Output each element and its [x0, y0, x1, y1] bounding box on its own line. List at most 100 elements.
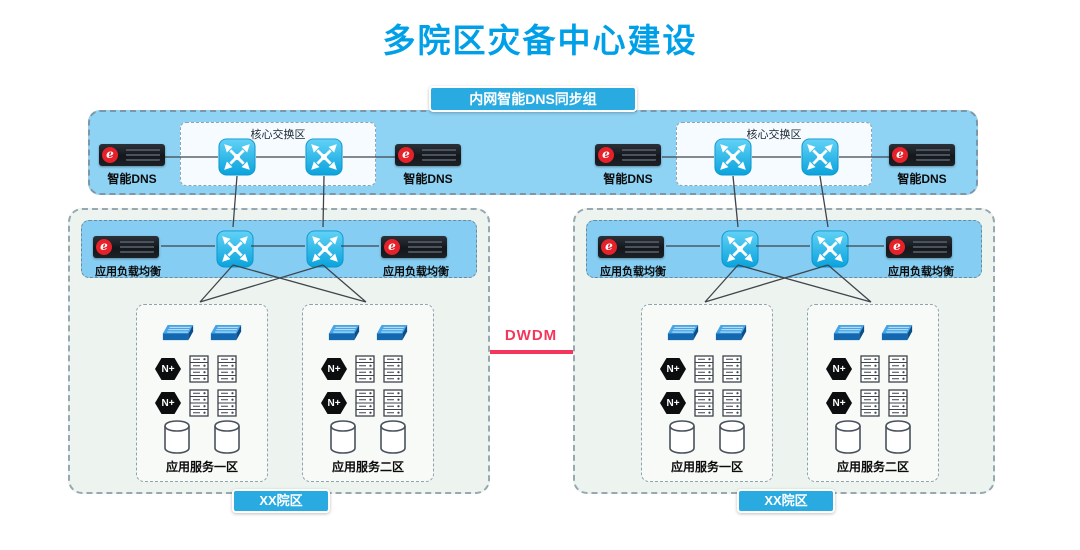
dns-device-icon: e: [99, 144, 165, 166]
database-icon: [214, 420, 240, 454]
load-balancer-device-icon: e: [886, 236, 952, 258]
database-icon: [380, 420, 406, 454]
device-vents-icon: [408, 240, 442, 253]
core-switch-icon: [714, 138, 752, 176]
aggregation-switch-icon: [811, 230, 849, 268]
server-rack-icon: [694, 389, 714, 417]
zone-label: 应用服务一区: [165, 460, 238, 474]
service-zone-2: N+ N+ 应用服务二区: [302, 304, 434, 482]
aggregation-switch-icon: [721, 230, 759, 268]
smart-dns-label: 智能DNS: [403, 172, 453, 186]
n-plus-badge: N+: [826, 392, 852, 414]
core-switch-area-label: 核心交换区: [250, 129, 306, 141]
server-cluster-row: N+: [155, 389, 237, 417]
n-plus-badge: N+: [155, 392, 181, 414]
zone-switch-group: [642, 323, 772, 344]
service-zone-2: N+ N+ 应用服务二区: [807, 304, 939, 482]
stacked-switch-icon: [667, 325, 699, 341]
dns-device-icon: e: [889, 144, 955, 166]
load-balancer-device-icon: e: [93, 236, 159, 258]
server-rack-icon: [722, 355, 742, 383]
n-plus-badge: N+: [321, 358, 347, 380]
load-balancer-device-icon: e: [598, 236, 664, 258]
server-rack-icon: [860, 355, 880, 383]
smart-dns-label: 智能DNS: [603, 172, 653, 186]
stacked-switch-icon: [162, 325, 194, 341]
service-zone-1: N+ N+ 应用服务一区: [136, 304, 268, 482]
vendor-logo-icon: e: [892, 147, 908, 163]
load-balancer-label: 应用负载均衡: [600, 266, 666, 278]
aggregation-switch-icon: [306, 230, 344, 268]
vendor-logo-icon: e: [598, 147, 614, 163]
core-switch-icon: [801, 138, 839, 176]
stacked-switch-icon: [881, 325, 913, 341]
server-cluster-row: N+: [321, 389, 403, 417]
server-rack-icon: [888, 355, 908, 383]
vendor-logo-icon: e: [96, 239, 112, 255]
device-vents-icon: [622, 148, 656, 161]
n-plus-badge: N+: [321, 392, 347, 414]
smart-dns-label: 智能DNS: [897, 172, 947, 186]
server-rack-icon: [189, 389, 209, 417]
database-icon: [719, 420, 745, 454]
dns-sync-group-badge: 内网智能DNS同步组: [429, 86, 637, 112]
device-vents-icon: [120, 240, 154, 253]
stacked-switch-icon: [715, 325, 747, 341]
core-switch-area-label: 核心交换区: [746, 129, 802, 141]
campus-right: e 应用负载均衡 e 应用负载均衡 N+ N: [573, 208, 995, 513]
core-switch-icon: [305, 138, 343, 176]
database-group: [137, 419, 267, 455]
zone-label: 应用服务二区: [331, 460, 404, 474]
stacked-switch-icon: [833, 325, 865, 341]
device-vents-icon: [625, 240, 659, 253]
core-switch-area-right: 核心交换区: [676, 122, 872, 186]
smart-dns-label: 智能DNS: [107, 172, 157, 186]
stacked-switch-icon: [210, 325, 242, 341]
server-rack-icon: [355, 355, 375, 383]
server-rack-icon: [189, 355, 209, 383]
server-rack-icon: [888, 389, 908, 417]
server-cluster-row: N+: [155, 355, 237, 383]
vendor-logo-icon: e: [102, 147, 118, 163]
database-icon: [164, 420, 190, 454]
dns-device-icon: e: [595, 144, 661, 166]
load-balancer-label: 应用负载均衡: [383, 266, 449, 278]
n-plus-badge: N+: [826, 358, 852, 380]
server-rack-icon: [383, 389, 403, 417]
stacked-switch-icon: [328, 325, 360, 341]
database-icon: [669, 420, 695, 454]
campus-left: e 应用负载均衡 e 应用负载均衡 N+ N: [68, 208, 490, 513]
server-rack-icon: [383, 355, 403, 383]
n-plus-badge: N+: [660, 392, 686, 414]
server-cluster-row: N+: [826, 389, 908, 417]
vendor-logo-icon: e: [601, 239, 617, 255]
zone-label: 应用服务一区: [670, 460, 743, 474]
aggregation-switch-icon: [216, 230, 254, 268]
campus-badge: XX院区: [737, 489, 835, 513]
database-group: [808, 419, 938, 455]
core-switch-area-left: 核心交换区: [180, 122, 376, 186]
dns-device-icon: e: [395, 144, 461, 166]
zone-switch-group: [808, 323, 938, 344]
core-switch-icon: [218, 138, 256, 176]
service-zone-1: N+ N+ 应用服务一区: [641, 304, 773, 482]
server-rack-icon: [722, 389, 742, 417]
dwdm-label: DWDM: [504, 327, 558, 344]
server-rack-icon: [217, 389, 237, 417]
server-rack-icon: [694, 355, 714, 383]
device-vents-icon: [422, 148, 456, 161]
zone-switch-group: [137, 323, 267, 344]
server-rack-icon: [355, 389, 375, 417]
vendor-logo-icon: e: [889, 239, 905, 255]
server-cluster-row: N+: [660, 355, 742, 383]
server-cluster-row: N+: [321, 355, 403, 383]
stacked-switch-icon: [376, 325, 408, 341]
server-cluster-row: N+: [660, 389, 742, 417]
campus-badge: XX院区: [232, 489, 330, 513]
vendor-logo-icon: e: [398, 147, 414, 163]
database-icon: [835, 420, 861, 454]
database-group: [303, 419, 433, 455]
load-balancer-label: 应用负载均衡: [95, 266, 161, 278]
n-plus-badge: N+: [155, 358, 181, 380]
